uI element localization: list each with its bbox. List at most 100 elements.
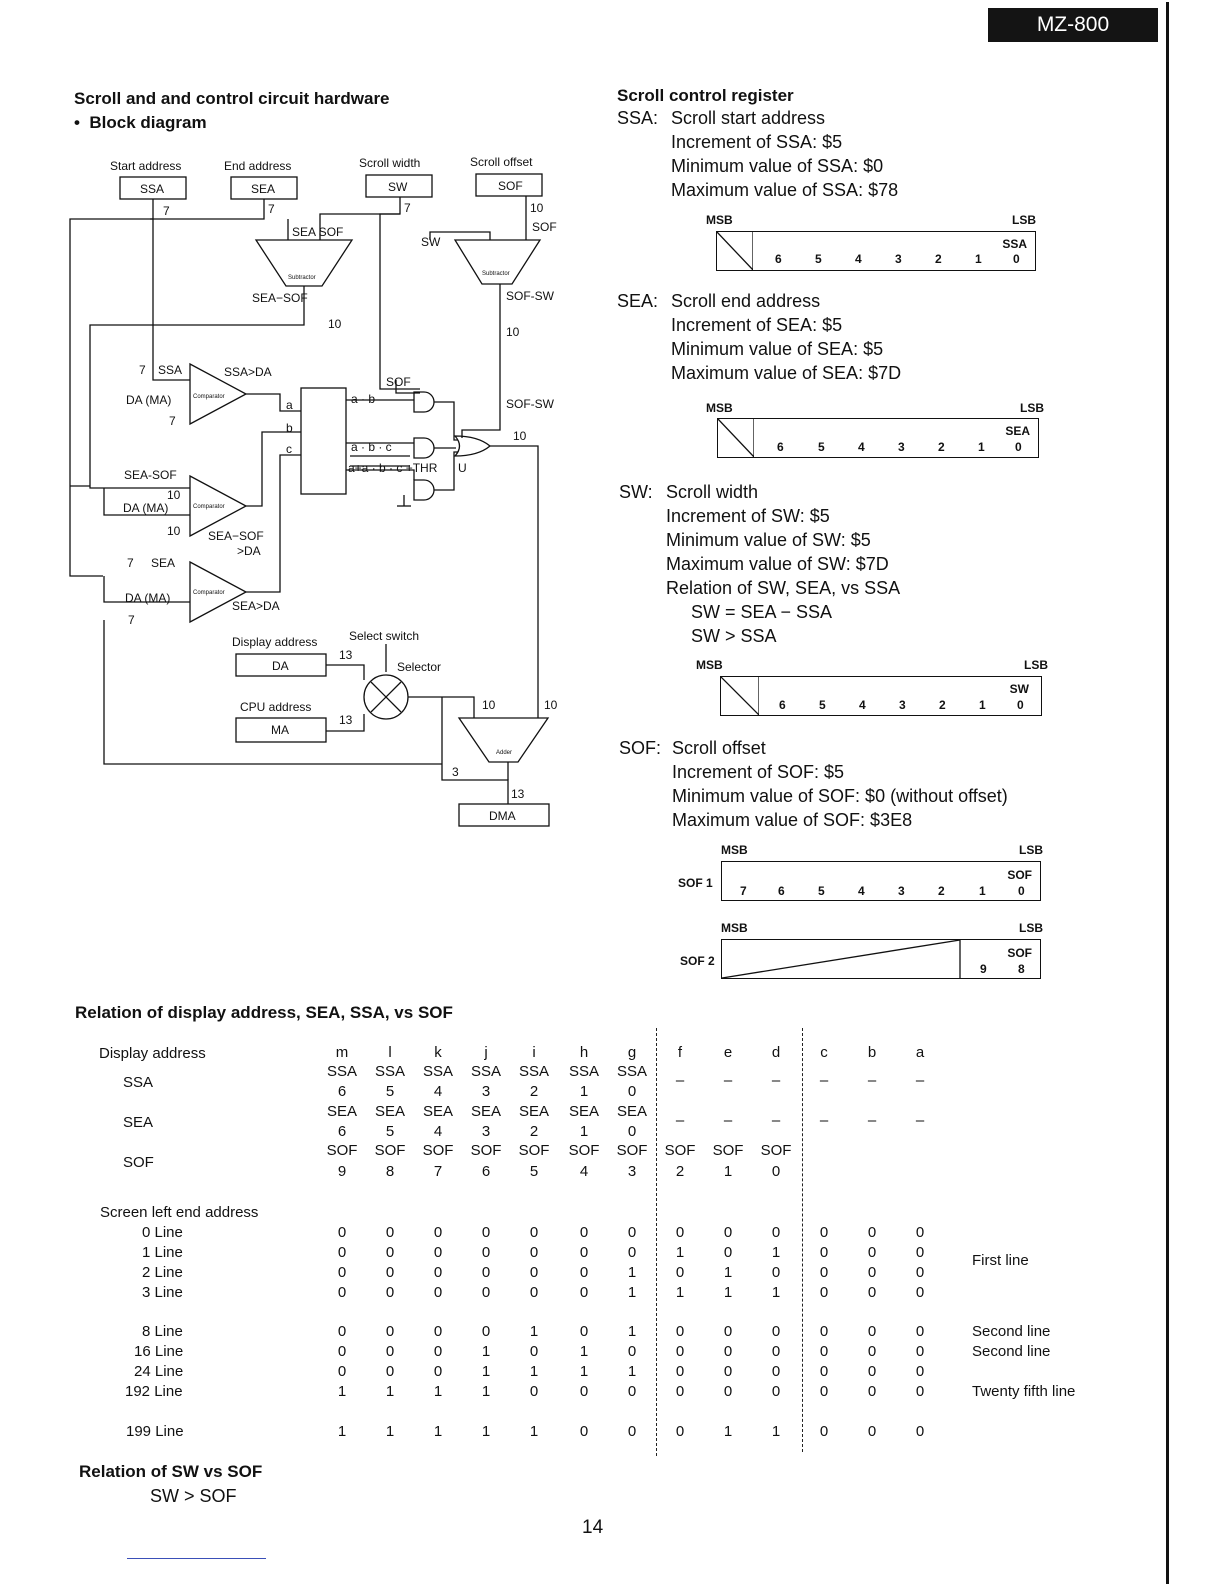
bit: 5 (818, 440, 825, 454)
lsb-label: LSB (1019, 843, 1043, 857)
sof-cell: SOF (664, 1142, 696, 1159)
table-cell: 0 (385, 1244, 395, 1261)
ssa-bit: 0 (627, 1083, 637, 1100)
or-gate (453, 435, 492, 457)
table-cell: 0 (385, 1363, 395, 1380)
row-label-sof: SOF (123, 1154, 154, 1171)
bit: 0 (1017, 698, 1024, 712)
sea-tag: SEA: (617, 291, 659, 311)
ssa-cell: – (675, 1072, 685, 1089)
sof-bit: 0 (771, 1163, 781, 1180)
sea-register-text: SEA: Scroll end address Increment of SEA… (617, 291, 1037, 391)
table-cell: 0 (675, 1363, 685, 1380)
bus-width-10c: 10 (506, 325, 520, 339)
subtitle-text: Block diagram (89, 113, 207, 132)
table-cell: 0 (915, 1323, 925, 1340)
ssa-cell: – (867, 1072, 877, 1089)
start-address-label: Start address (110, 159, 181, 173)
table-cell: 1 (627, 1363, 637, 1380)
table-cell: 0 (337, 1284, 347, 1301)
u-label: U (458, 461, 467, 475)
table-cell: 1 (771, 1423, 781, 1440)
sw-tag: SW: (619, 482, 653, 502)
and-gate-3 (413, 479, 435, 501)
sof-bit: 7 (433, 1163, 443, 1180)
table-cell: 0 (385, 1264, 395, 1281)
table-cell: 0 (819, 1383, 829, 1400)
sof2-name: SOF 2 (680, 954, 715, 968)
sof-line-2: Minimum value of SOF: $0 (without offset… (672, 786, 1008, 806)
bit: 2 (935, 252, 942, 266)
ssa-line-3: Maximum value of SSA: $78 (671, 180, 899, 200)
table-cell: 0 (481, 1284, 491, 1301)
table-cell: 0 (819, 1323, 829, 1340)
bit: 0 (1013, 252, 1020, 266)
table-cell: 1 (675, 1244, 685, 1261)
display-address-label: Display address (232, 635, 317, 649)
table-cell: 1 (723, 1264, 733, 1281)
sof-bit: 8 (385, 1163, 395, 1180)
sof-input-label: SOF (532, 220, 557, 234)
table-cell: 0 (385, 1323, 395, 1340)
table-cell: 0 (433, 1264, 443, 1281)
sea-input-label: SEA (151, 556, 175, 570)
bit: 6 (777, 440, 784, 454)
comparator-2-label: Comparator (193, 504, 225, 510)
bit: 1 (979, 884, 986, 898)
sof-tag: SOF: (619, 738, 662, 758)
ssa-bit: 6 (337, 1083, 347, 1100)
ssa-input-label: SSA (158, 363, 182, 377)
column-header: i (532, 1044, 536, 1061)
ssa-cell: SSA (518, 1063, 549, 1080)
table-cell: 0 (819, 1224, 829, 1241)
sof-cell: SOF (760, 1142, 792, 1159)
table-cell: 0 (867, 1264, 877, 1281)
sof-bit: 4 (579, 1163, 589, 1180)
ssa-name: Scroll start address (671, 108, 826, 128)
ssa-tag: SSA: (617, 108, 659, 128)
msb-label: MSB (721, 843, 748, 857)
table-cell: 0 (385, 1284, 395, 1301)
cpu-address-label: CPU address (240, 700, 311, 714)
bit: 4 (858, 884, 865, 898)
lsb-label: LSB (1020, 401, 1044, 415)
model-banner: MZ-800 (988, 8, 1158, 42)
scroll-width-label: Scroll width (359, 156, 420, 170)
ssa-cell: SSA (470, 1063, 501, 1080)
subtractor-left-label: Subtractor (288, 275, 316, 281)
bit: 2 (938, 884, 945, 898)
comparator-3-label: Comparator (193, 590, 225, 596)
bit: 1 (975, 252, 982, 266)
sea-sof-label: SEA-SOF (124, 468, 177, 482)
table-cell: 1 (579, 1343, 589, 1360)
sof-cell: SOF (568, 1142, 600, 1159)
table-cell: 1 (723, 1284, 733, 1301)
input-a-label: a (286, 398, 293, 412)
sof-bit: 6 (481, 1163, 491, 1180)
table-cell: 0 (529, 1343, 539, 1360)
sof-name: Scroll offset (672, 738, 766, 758)
table-cell: 0 (433, 1323, 443, 1340)
bus-width-10b: 10 (328, 317, 342, 331)
bus-width-13a: 13 (339, 648, 353, 662)
block-diagram: Start address End address Scroll width S… (69, 155, 558, 827)
table-cell: 0 (337, 1224, 347, 1241)
table-cell: 1 (481, 1423, 491, 1440)
comparator-2 (189, 474, 248, 538)
ssa-register-text: SSA: Scroll start address Increment of S… (617, 108, 1037, 208)
bus-width-7b: 7 (268, 202, 275, 216)
sea-bit-label: SEA (1005, 424, 1030, 438)
table-cell: 0 (915, 1423, 925, 1440)
ssa-cell: SSA (374, 1063, 405, 1080)
table-cell: 0 (771, 1323, 781, 1340)
sof1-bit-diagram: MSB LSB SOF 1 SOF 7 6 5 4 3 2 1 0 (678, 843, 1046, 905)
sof-register-text: SOF: Scroll offset Increment of SOF: $5 … (619, 738, 1079, 838)
ssa-bit-label: SSA (1002, 237, 1027, 251)
sea-cell: SEA (422, 1103, 453, 1120)
subtractor-right (453, 239, 542, 285)
scroll-offset-label: Scroll offset (470, 155, 533, 169)
end-address-label: End address (224, 159, 291, 173)
ssa-line-2: Minimum value of SSA: $0 (671, 156, 884, 176)
bit: 9 (980, 962, 987, 976)
sof-cell: SOF (374, 1142, 406, 1159)
